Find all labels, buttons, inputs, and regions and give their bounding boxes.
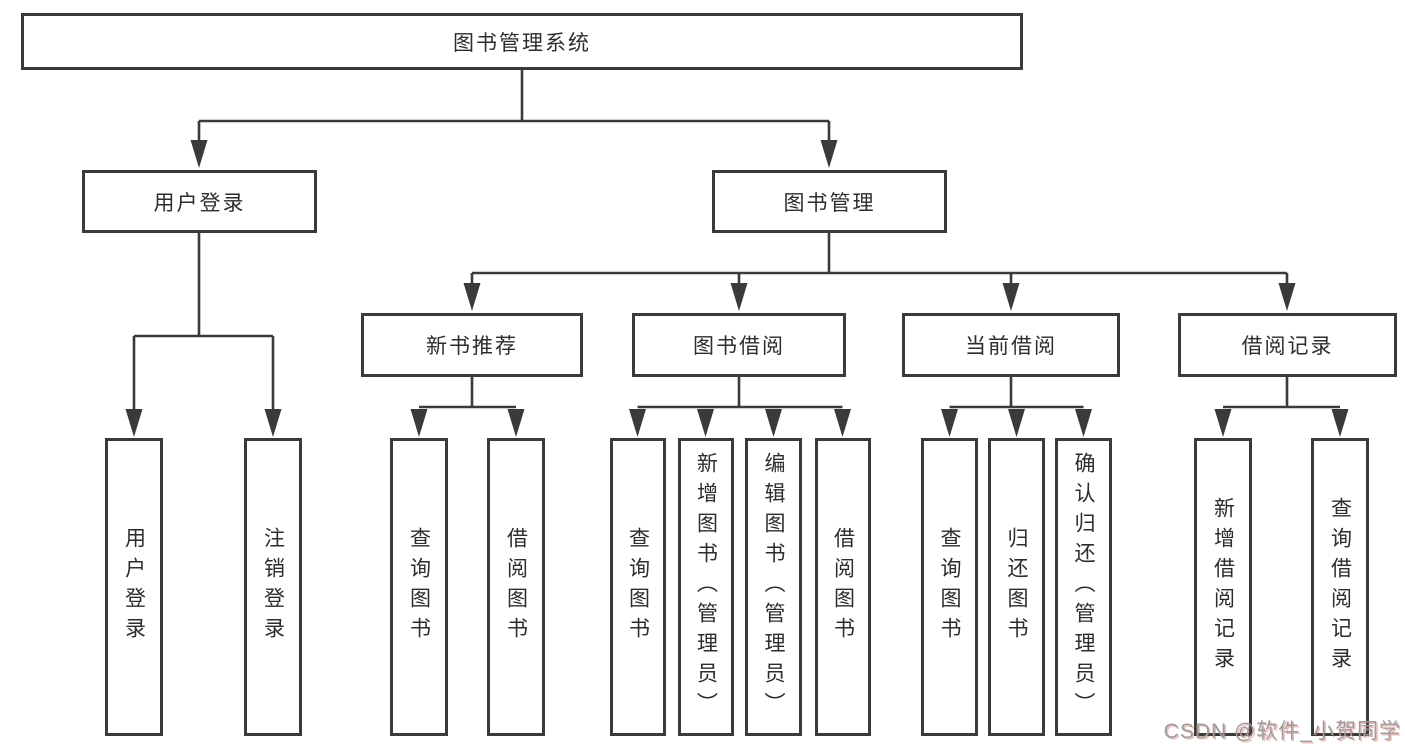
leaf-add-books-admin: 新增图书（管理员） (678, 438, 734, 736)
leaf-borrow-books: 借阅图书 (815, 438, 871, 736)
leaf-label: 新增图书（管理员） (694, 452, 718, 722)
leaf-query-books-current: 查询图书 (921, 438, 978, 736)
leaf-query-borrow-record: 查询借阅记录 (1311, 438, 1369, 736)
leaf-label: 新增借阅记录 (1211, 497, 1235, 677)
leaf-add-borrow-record: 新增借阅记录 (1194, 438, 1252, 736)
leaf-label: 注销登录 (261, 527, 285, 647)
node-current-borrowing: 当前借阅 (902, 313, 1120, 377)
watermark: CSDN @软件_小贺同学 (1163, 720, 1401, 743)
node-label: 借阅记录 (1241, 335, 1334, 358)
leaf-label: 借阅图书 (504, 527, 528, 647)
leaf-logout: 注销登录 (244, 438, 302, 736)
node-user-login: 用户登录 (82, 170, 317, 233)
node-new-book-recommend: 新书推荐 (361, 313, 583, 377)
node-label: 新书推荐 (426, 335, 518, 358)
node-label: 图书管理系统 (453, 31, 591, 55)
node-label: 当前借阅 (965, 335, 1057, 358)
leaf-label: 查询图书 (938, 527, 962, 647)
node-label: 图书管理 (783, 191, 876, 215)
node-borrowing-records: 借阅记录 (1178, 313, 1397, 377)
node-book-management: 图书管理 (712, 170, 947, 233)
node-book-borrowing: 图书借阅 (632, 313, 846, 377)
leaf-return-books: 归还图书 (988, 438, 1045, 736)
leaf-label: 确认归还（管理员） (1072, 452, 1096, 722)
leaf-edit-books-admin: 编辑图书（管理员） (745, 438, 802, 736)
leaf-label: 编辑图书（管理员） (762, 452, 786, 722)
leaf-label: 查询借阅记录 (1328, 497, 1352, 677)
leaf-label: 归还图书 (1005, 527, 1029, 647)
leaf-label: 查询图书 (626, 527, 650, 647)
leaf-label: 借阅图书 (831, 527, 855, 647)
node-library-management-system: 图书管理系统 (21, 13, 1023, 70)
leaf-confirm-return-admin: 确认归还（管理员） (1055, 438, 1112, 736)
leaf-label: 查询图书 (407, 527, 431, 647)
node-label: 图书借阅 (693, 335, 785, 358)
leaf-label: 用户登录 (122, 527, 146, 647)
node-label: 用户登录 (153, 191, 246, 215)
leaf-query-books-borrowing: 查询图书 (610, 438, 666, 736)
leaf-user-login: 用户登录 (105, 438, 163, 736)
leaf-query-books-recommend: 查询图书 (390, 438, 448, 736)
leaf-borrow-books-recommend: 借阅图书 (487, 438, 545, 736)
